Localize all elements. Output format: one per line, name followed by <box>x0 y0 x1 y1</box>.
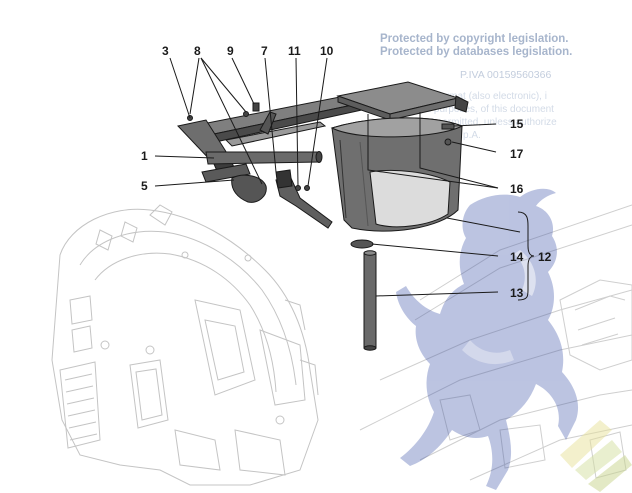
hose-pipe <box>363 252 377 349</box>
watermark-faint-3: not permitted, unless authorize <box>420 117 557 128</box>
callout-14: 14 <box>510 250 524 264</box>
watermark-faint-1: in any format (also electronic), i <box>408 91 547 102</box>
hose-assembly <box>350 239 377 351</box>
callout-3: 3 <box>162 44 169 58</box>
watermark-piva: P.IVA 00159560366 <box>460 69 552 81</box>
callout-9: 9 <box>227 44 234 58</box>
watermark-line-1: Protected by copyright legislation. <box>380 33 569 45</box>
fitting-17 <box>444 138 452 146</box>
callout-16: 16 <box>510 182 524 196</box>
hose-clamp <box>350 239 374 249</box>
callout-labels: 3 8 9 7 11 10 1 5 15 17 16 14 12 13 <box>141 44 552 300</box>
reservoir-tank <box>330 117 464 232</box>
callout-17: 17 <box>510 147 524 161</box>
callout-13: 13 <box>510 286 524 300</box>
callout-11: 11 <box>288 44 301 58</box>
watermark-line-2: Protected by databases legislation. <box>380 46 573 58</box>
fitting-15 <box>441 123 455 130</box>
callout-10: 10 <box>320 44 334 58</box>
fasteners <box>187 102 310 191</box>
callout-12: 12 <box>538 250 552 264</box>
callout-7: 7 <box>261 44 268 58</box>
screw-9 <box>252 102 260 112</box>
lower-bracket <box>201 163 267 203</box>
callout-8: 8 <box>194 44 201 58</box>
callout-5: 5 <box>141 179 148 193</box>
callout-15: 15 <box>510 117 524 131</box>
tank-cover <box>336 81 469 121</box>
ghost-wheel-arch <box>51 204 319 486</box>
cross-tube <box>205 151 323 165</box>
screw-10 <box>304 185 310 191</box>
mounting-plate <box>275 169 333 229</box>
ferrari-horse-watermark <box>396 188 579 490</box>
ferrari-badge-stripes <box>560 420 632 492</box>
washer-11 <box>295 185 301 191</box>
leader-lines <box>154 57 535 301</box>
screw-b <box>243 111 249 117</box>
callout-1: 1 <box>141 149 148 163</box>
small-fittings <box>441 123 455 146</box>
